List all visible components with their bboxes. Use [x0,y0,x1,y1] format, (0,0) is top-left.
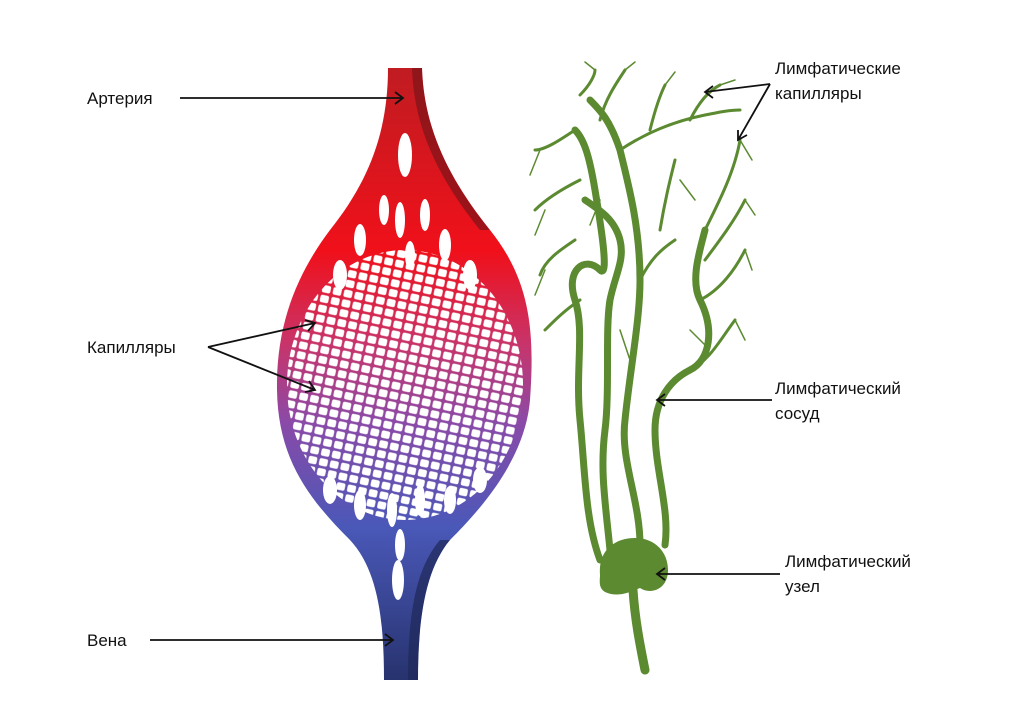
label-line: узел [785,577,820,596]
lymphatic-vessels [529,61,756,675]
label-line: Лимфатический [785,552,911,571]
label-vein: Вена [87,631,127,650]
label-line: Лимфатический [775,379,901,398]
label-line: сосуд [775,404,820,423]
blood-capillary-network [276,68,532,680]
label-lymph-capillaries: Лимфатические капилляры [775,56,901,106]
label-arrows [150,83,780,647]
label-lymph-vessel: Лимфатический сосуд [775,376,901,426]
lymph-node [599,538,668,595]
label-artery: Артерия [87,89,153,108]
label-line: Лимфатические [775,59,901,78]
label-capillaries: Капилляры [87,338,176,357]
label-lymph-node: Лимфатический узел [785,549,911,599]
label-line: капилляры [775,84,862,103]
